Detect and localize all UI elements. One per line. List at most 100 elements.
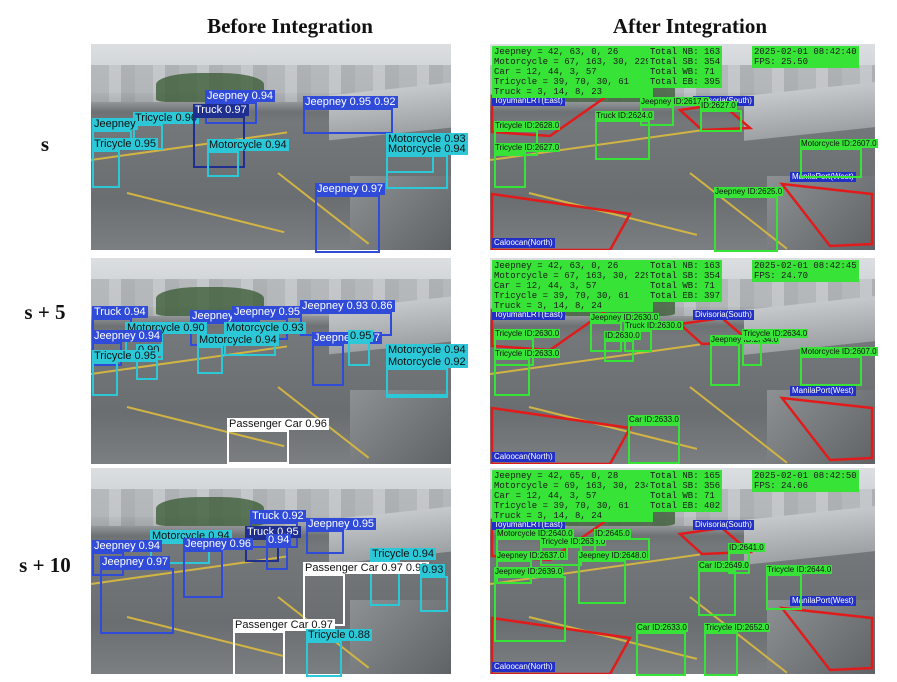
header-after: After Integration (612, 14, 768, 38)
tracked-label: Truck ID:2624.0 (595, 111, 654, 120)
tracked-label: Tricycle ID:2630.0 (494, 329, 561, 338)
zone-label: ManilaPort(West) (790, 386, 856, 396)
detection-box (306, 641, 342, 677)
zone-label: Divisoria(South) (693, 310, 754, 320)
detection-label: Jeepney 0.95 (306, 518, 377, 530)
detection-box (197, 346, 223, 374)
detection-label: Passenger Car 0.97 0.95 (303, 562, 430, 574)
detection-label: Truck 0.92 (250, 510, 306, 522)
zone-south (677, 526, 754, 556)
detection-label: Truck 0.94 (92, 306, 148, 318)
detection-label: Motorcycle 0.94 (207, 139, 289, 151)
detection-box (245, 538, 279, 562)
tracked-label: Jeepney ID:2617.0 (640, 97, 710, 106)
zone-label: Divisoria(South) (693, 520, 754, 530)
detection-box (386, 155, 448, 189)
tracked-box (636, 632, 686, 676)
detection-label: Jeepney 0.94 (92, 330, 163, 342)
detection-box (233, 631, 285, 677)
zone-label: Caloocan(North) (492, 452, 555, 462)
tracked-box (494, 152, 526, 188)
detection-box (420, 576, 448, 612)
tracked-box (604, 340, 634, 362)
detection-label: Jeepney 0.97 (315, 183, 386, 195)
tracked-label: ID:2641.0 (728, 543, 765, 552)
tracked-label: Tricycle ID:2628.0 (494, 121, 561, 130)
detection-label: 0.95 (348, 330, 374, 342)
detection-box (315, 195, 380, 253)
tracked-label: Tricycle ID:2633.0 (494, 349, 561, 358)
detection-box (348, 342, 370, 366)
detection-label: Motorcycle 0.94 (386, 344, 468, 356)
zone-label: ToyumanLRT(East) (492, 310, 565, 320)
tracked-label: Tricycle ID:2627.0 (494, 143, 561, 152)
tracked-label: Truck ID:2630.0 (624, 321, 683, 330)
totals-panel: Total NB: 163 Total SB: 354 Total WB: 71… (648, 260, 723, 302)
zone-north (490, 616, 632, 674)
totals-panel: Total NB: 165 Total SB: 356 Total WB: 71… (648, 470, 723, 512)
detection-label: Jeepney 0.95 0.92 (303, 96, 398, 108)
detection-label: Jeepney (92, 118, 138, 130)
tracked-label: Jeepney ID:2648.0 (578, 551, 648, 560)
tracked-box (742, 338, 762, 366)
detection-label: Tricycle 0.88 (306, 629, 372, 641)
detection-label: Tricycle 0.96 (133, 112, 199, 124)
detection-box (183, 550, 223, 598)
detection-label: Jeepney 0.93 0.86 (300, 300, 395, 312)
tracked-label: Motorcycle ID:2607.0 (800, 347, 878, 356)
detection-box (370, 560, 400, 606)
tracked-label: Jeepney ID:2630.0 (590, 313, 660, 322)
detection-label: Passenger Car 0.97 (233, 619, 335, 631)
detection-label: Motorcycle 0.93 (386, 133, 468, 145)
counts-panel: Jeepney = 42, 63, 0, 26 Motorcycle = 67,… (492, 46, 653, 98)
tracked-box (800, 148, 862, 178)
timestamp-panel: 2025-02-01 08:42:50 FPS: 24.06 (752, 470, 859, 492)
detection-box (150, 542, 210, 564)
detection-box (386, 368, 448, 398)
tracked-box (595, 120, 650, 160)
detection-label: Tricycle 0.95 (92, 350, 158, 362)
tracked-label: Motorcycle ID:2607.0 (800, 139, 878, 148)
detection-label: Jeepney 0.95 (232, 306, 303, 318)
detection-box (303, 108, 393, 134)
tracked-box (698, 570, 736, 616)
zone-north (490, 406, 632, 464)
tracked-box (628, 424, 680, 464)
tracked-label: Tricycle ID:2638.0 (540, 537, 607, 546)
tracked-label: Tricycle ID:2634.0 (742, 329, 809, 338)
zone-label: Caloocan(North) (492, 662, 555, 672)
timestamp-panel: 2025-02-01 08:42:45 FPS: 24.70 (752, 260, 859, 282)
row-label-s10: s + 10 (19, 553, 71, 577)
tracked-label: Jeepney ID:2639.0 (494, 567, 564, 576)
sidewalk-curb (350, 389, 451, 464)
tracked-label: Jeepney ID:2637.0 (496, 551, 566, 560)
zone-north (490, 192, 632, 250)
tracked-label: ID:2630.0 (604, 331, 641, 340)
tracked-label: Car ID:2633.0 (636, 623, 688, 632)
detection-label: Tricycle 0.94 (370, 548, 436, 560)
tracked-box (700, 110, 742, 132)
counts-panel: Jeepney = 42, 63, 0, 26 Motorcycle = 67,… (492, 260, 653, 312)
header-before: Before Integration (207, 14, 373, 38)
tracked-box (578, 560, 626, 604)
detection-box (227, 430, 289, 464)
detection-label: Jeepney 0.96 (183, 538, 254, 550)
detection-label: Motorcycle 0.92 (386, 356, 468, 368)
detection-label: 0.94 (266, 534, 292, 546)
detection-label: Jeepney 0.97 (100, 556, 171, 568)
zone-west (779, 396, 874, 462)
tracked-label: Tricycle ID:2652.0 (704, 623, 771, 632)
zone-label: Caloocan(North) (492, 238, 555, 248)
detection-box (207, 151, 239, 177)
tracked-label: Car ID:2633.0 (628, 415, 680, 424)
zone-west (779, 606, 874, 672)
counts-panel: Jeepney = 42, 65, 0, 28 Motorcycle = 69,… (492, 470, 653, 522)
detection-box (92, 150, 120, 188)
detection-label: Jeepney 0.94 (92, 540, 163, 552)
tracked-label: Tricycle ID:2644.0 (766, 565, 833, 574)
tracked-box (704, 632, 738, 676)
tracked-label: Motorcycle ID:2640.0 (496, 529, 574, 538)
zone-label: ToyumanLRT(East) (492, 96, 565, 106)
detection-label: Jeepney 0.94 (205, 90, 276, 102)
